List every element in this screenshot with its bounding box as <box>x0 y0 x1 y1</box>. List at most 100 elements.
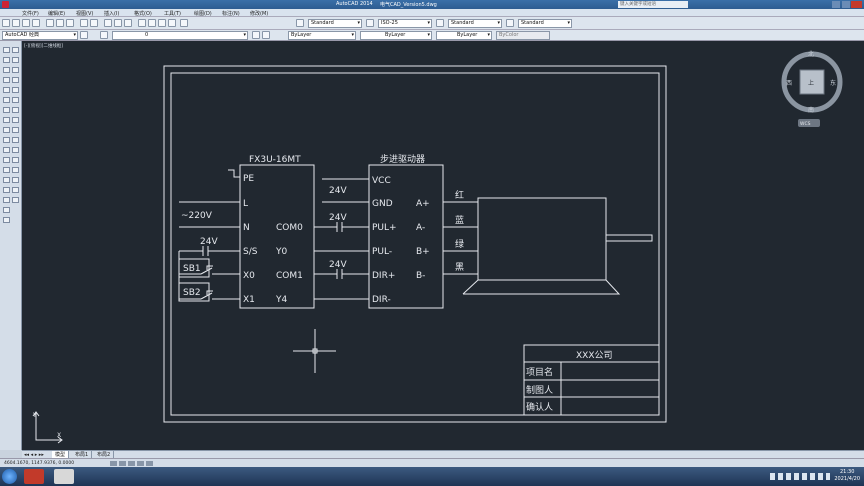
viewport-controls[interactable]: [-][俯视][二维线框] <box>24 44 64 49</box>
viewcube-east[interactable]: 东 <box>830 79 836 87</box>
polar-toggle[interactable] <box>137 461 144 466</box>
start-button[interactable] <box>2 469 17 484</box>
calculator-icon[interactable] <box>168 19 176 27</box>
menu-item-edit[interactable]: 编辑(E) <box>48 11 66 17</box>
insert-block-icon[interactable] <box>3 127 10 133</box>
paste-icon[interactable] <box>66 19 74 27</box>
viewcube-top-label[interactable]: 上 <box>808 79 814 87</box>
wcs-label[interactable]: WCS <box>800 121 811 127</box>
layer-previous-icon[interactable] <box>262 31 270 39</box>
point-tool-icon[interactable] <box>3 167 10 173</box>
lineweight-select[interactable]: ByLayer▾ <box>436 31 492 40</box>
tab-layout2[interactable]: 布局2 <box>94 451 115 459</box>
zoom-window-icon[interactable] <box>124 19 132 27</box>
rotate-tool-icon[interactable] <box>12 107 19 113</box>
menu-item-dimension[interactable]: 标注(N) <box>222 11 240 17</box>
copy-tool-icon[interactable] <box>12 57 19 63</box>
viewcube-north[interactable]: 北 <box>808 50 814 58</box>
circle-tool-icon[interactable] <box>3 97 10 103</box>
color-select[interactable]: ByLayer▾ <box>288 31 356 40</box>
multileader-style-select[interactable]: Standard▾ <box>518 19 572 28</box>
new-file-icon[interactable] <box>2 19 10 27</box>
menu-item-format[interactable]: 格式(O) <box>134 11 152 17</box>
dim-style-select[interactable]: ISO-25▾ <box>378 19 432 28</box>
join-tool-icon[interactable] <box>12 167 19 173</box>
gradient-tool-icon[interactable] <box>3 187 10 193</box>
mirror-tool-icon[interactable] <box>12 67 19 73</box>
offset-tool-icon[interactable] <box>12 77 19 83</box>
menu-item-modify[interactable]: 修改(M) <box>250 11 269 17</box>
cut-icon[interactable] <box>46 19 54 27</box>
hatch-tool-icon[interactable] <box>3 137 10 143</box>
osnap-toggle[interactable] <box>146 461 153 466</box>
menu-item-file[interactable]: 文件(F) <box>22 11 39 17</box>
polyline-tool-icon[interactable] <box>3 57 10 63</box>
mtext-tool-icon[interactable] <box>3 157 10 163</box>
make-current-layer-icon[interactable] <box>252 31 260 39</box>
tool-palette-icon[interactable] <box>158 19 166 27</box>
line-tool-icon[interactable] <box>3 47 10 53</box>
layer-properties-icon[interactable] <box>100 31 108 39</box>
viewcube-west[interactable]: 西 <box>786 80 792 87</box>
move-tool-icon[interactable] <box>12 97 19 103</box>
search-input[interactable]: 键入关键字或短语 <box>618 1 688 8</box>
workspace-settings-icon[interactable] <box>80 31 88 39</box>
copy-icon[interactable] <box>56 19 64 27</box>
viewcube-compass-ring[interactable] <box>781 51 843 113</box>
table-style-icon[interactable] <box>436 19 444 27</box>
scale-tool-icon[interactable] <box>12 117 19 123</box>
stretch-tool-icon[interactable] <box>12 127 19 133</box>
grid-toggle[interactable] <box>119 461 126 466</box>
menu-item-draw[interactable]: 绘图(D) <box>194 11 212 17</box>
rectangle-tool-icon[interactable] <box>3 77 10 83</box>
viewcube[interactable] <box>781 51 843 127</box>
text-style-icon[interactable] <box>296 19 304 27</box>
chamfer-tool-icon[interactable] <box>12 177 19 183</box>
spline-tool-icon[interactable] <box>3 107 10 113</box>
zoom-icon[interactable] <box>114 19 122 27</box>
taskbar-autocad[interactable] <box>54 469 74 484</box>
app-logo-icon[interactable] <box>2 1 9 8</box>
ortho-toggle[interactable] <box>128 461 135 466</box>
revcloud-tool-icon[interactable] <box>3 207 10 213</box>
close-button[interactable] <box>851 1 862 8</box>
taskbar-clock[interactable]: 21:30 2021/4/20 <box>834 469 860 483</box>
array-tool-icon[interactable] <box>12 87 19 93</box>
explode-tool-icon[interactable] <box>12 197 19 203</box>
workspace-select[interactable]: AutoCAD 经典▾ <box>2 31 78 40</box>
tab-layout1[interactable]: 布局1 <box>72 451 93 459</box>
open-file-icon[interactable] <box>12 19 20 27</box>
minimize-button[interactable] <box>832 1 840 8</box>
boundary-tool-icon[interactable] <box>3 197 10 203</box>
viewcube-top-face[interactable] <box>799 69 825 95</box>
menu-item-view[interactable]: 视图(V) <box>76 11 94 17</box>
linetype-select[interactable]: ByLayer▾ <box>360 31 432 40</box>
table-style-select[interactable]: Standard▾ <box>448 19 502 28</box>
ellipse-tool-icon[interactable] <box>3 117 10 123</box>
viewcube-south[interactable]: 南 <box>808 106 814 114</box>
save-icon[interactable] <box>22 19 30 27</box>
layer-select[interactable]: 0▾ <box>112 31 248 40</box>
extend-tool-icon[interactable] <box>12 147 19 153</box>
text-style-select[interactable]: Standard▾ <box>308 19 362 28</box>
region-tool-icon[interactable] <box>3 177 10 183</box>
tab-nav-arrows[interactable]: ◂◂ ◂ ▸ ▸▸ <box>24 452 44 458</box>
add-selected-icon[interactable] <box>3 217 10 223</box>
drawing-canvas[interactable]: [-][俯视][二维线框] <box>22 41 864 450</box>
redo-icon[interactable] <box>90 19 98 27</box>
plot-style-select[interactable]: ByColor <box>496 31 550 40</box>
system-tray-icons[interactable] <box>770 473 830 480</box>
fillet-tool-icon[interactable] <box>12 187 19 193</box>
maximize-button[interactable] <box>842 1 850 8</box>
dim-style-icon[interactable] <box>366 19 374 27</box>
undo-icon[interactable] <box>80 19 88 27</box>
menu-item-insert[interactable]: 插入(I) <box>104 11 120 17</box>
menu-item-tools[interactable]: 工具(T) <box>164 11 181 17</box>
tab-model[interactable]: 模型 <box>52 451 70 459</box>
erase-tool-icon[interactable] <box>12 47 19 53</box>
multileader-style-icon[interactable] <box>506 19 514 27</box>
properties-icon[interactable] <box>138 19 146 27</box>
wcs-menu[interactable] <box>798 119 820 127</box>
trim-tool-icon[interactable] <box>12 137 19 143</box>
pan-icon[interactable] <box>104 19 112 27</box>
